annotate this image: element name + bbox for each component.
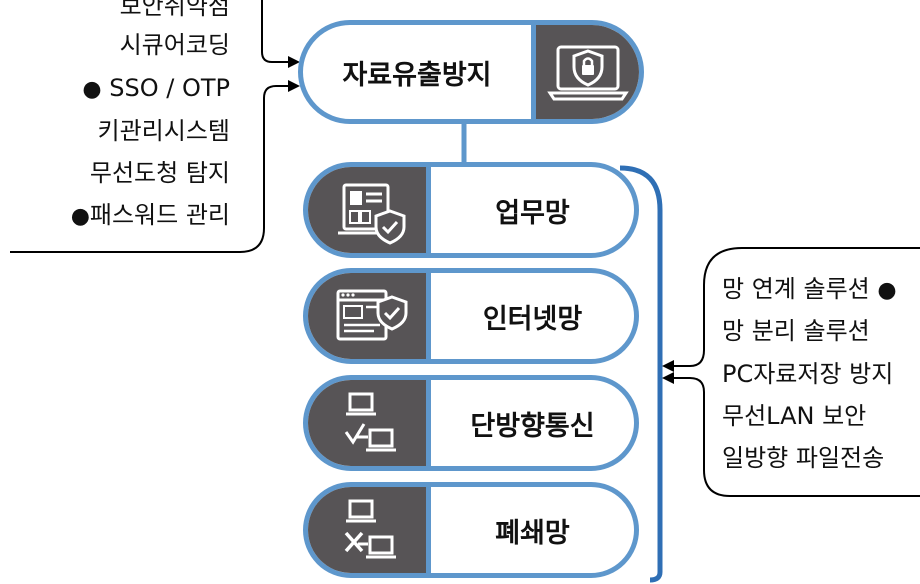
stack-item-internet-network: 인터넷망 xyxy=(303,268,639,364)
one-way-transfer-icon xyxy=(308,380,426,466)
left-arrow-bottom xyxy=(10,85,298,253)
right-list-item: 망 분리 솔루션 xyxy=(722,317,870,345)
stack-label: 인터넷망 xyxy=(482,303,583,335)
bullet-icon: ● xyxy=(70,204,90,229)
right-list-item: 무선LAN 보안 xyxy=(722,402,867,430)
id-card-shield-icon xyxy=(308,167,426,253)
left-list-item: 키관리시스템 xyxy=(97,117,230,145)
stack-item-business-network: 업무망 xyxy=(303,162,639,258)
top-box: 자료유출방지 xyxy=(298,20,644,124)
top-box-label: 자료유출방지 xyxy=(342,59,492,91)
left-list-item: 무선도청 탐지 xyxy=(89,159,230,187)
right-arrow-top xyxy=(668,247,920,367)
browser-shield-icon xyxy=(308,273,426,359)
right-arrow-bottom xyxy=(668,377,920,497)
left-list-item: ● SSO / OTP xyxy=(82,74,230,102)
left-list-item: ●패스워드 관리 xyxy=(70,201,230,229)
stack-label: 업무망 xyxy=(495,197,570,229)
left-arrow-top xyxy=(261,0,298,63)
left-list-item: 보안취약점 xyxy=(119,0,230,20)
right-list-item: PC자료저장 방지 xyxy=(722,360,894,388)
right-list-item: 일방향 파일전송 xyxy=(722,444,885,472)
right-list-item: 망 연계 솔루션 ● xyxy=(722,275,897,303)
laptop-shield-lock-icon xyxy=(536,25,639,119)
bullet-icon: ● xyxy=(877,278,897,303)
stack-bracket xyxy=(619,165,663,583)
stack-label: 폐쇄망 xyxy=(495,517,570,549)
stack-item-closed-network: 폐쇄망 xyxy=(303,482,639,578)
stack-item-one-way: 단방향통신 xyxy=(303,375,639,471)
blocked-network-icon xyxy=(308,487,426,573)
left-list-item: 시큐어코딩 xyxy=(119,31,230,59)
stack-label: 단방향통신 xyxy=(470,410,595,442)
bullet-icon: ● xyxy=(82,77,102,102)
